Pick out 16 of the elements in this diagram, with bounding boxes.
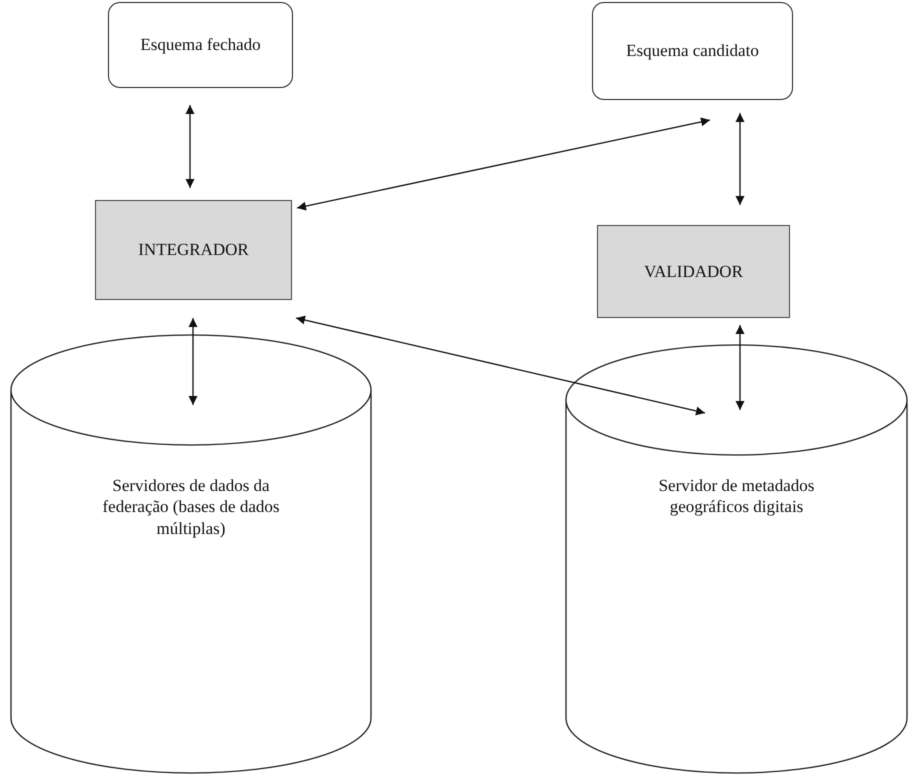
rounded-box bbox=[108, 2, 293, 88]
double-arrow bbox=[186, 105, 194, 188]
database-label: Servidores de dados da federação (bases de dados múltiplas) bbox=[102, 475, 280, 539]
double-arrow bbox=[296, 117, 710, 211]
double-arrow bbox=[736, 113, 744, 205]
component-label: INTEGRADOR bbox=[138, 239, 249, 261]
double-arrow bbox=[296, 316, 706, 416]
double-arrow bbox=[188, 318, 198, 405]
component-label: VALIDADOR bbox=[644, 260, 743, 282]
shaded-box bbox=[597, 225, 790, 318]
rounded-box bbox=[592, 2, 793, 100]
schema-label: Esquema candidato bbox=[626, 40, 759, 62]
double-arrow bbox=[736, 325, 744, 410]
shaded-box bbox=[95, 200, 292, 300]
database-label: Servidor de metadados geográficos digitais bbox=[658, 475, 816, 518]
schema-label: Esquema fechado bbox=[140, 34, 261, 56]
